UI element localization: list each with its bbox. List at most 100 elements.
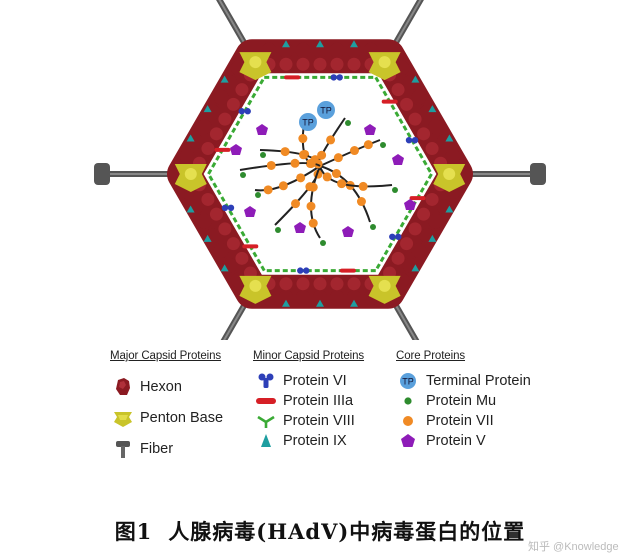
protein-vi bbox=[297, 267, 303, 273]
protein-vi bbox=[389, 234, 395, 240]
legend-item-penton-base: Penton Base bbox=[110, 402, 223, 433]
protein-vii bbox=[291, 199, 300, 208]
watermark: 知乎 @Knowledge bbox=[528, 538, 619, 554]
legend-minor-capsid: Minor Capsid Proteins Protein VI Protein… bbox=[253, 350, 364, 451]
hexon bbox=[331, 277, 344, 290]
protein-vi bbox=[395, 234, 401, 240]
hexon bbox=[411, 243, 426, 258]
legend-item-protein-mu: Protein Mu bbox=[396, 391, 531, 411]
hexon bbox=[314, 58, 327, 71]
protein-vii bbox=[317, 151, 326, 160]
protein-vii bbox=[264, 185, 273, 194]
hexon bbox=[428, 119, 443, 134]
protein-vii bbox=[298, 134, 307, 143]
hexon bbox=[218, 222, 231, 235]
protein-viii-icon bbox=[253, 411, 279, 431]
hexon bbox=[297, 58, 310, 71]
terminal-protein-icon: TP bbox=[396, 371, 422, 391]
hexon bbox=[426, 142, 439, 155]
protein-mu bbox=[255, 192, 261, 198]
hexon bbox=[409, 222, 422, 235]
protein-v bbox=[342, 226, 354, 237]
hexon bbox=[330, 43, 345, 58]
legend-label-protein-vi: Protein VI bbox=[283, 373, 347, 389]
hexon-icon bbox=[110, 377, 136, 397]
protein-vi bbox=[406, 137, 412, 143]
hexon bbox=[409, 113, 422, 126]
protein-mu bbox=[380, 142, 386, 148]
legend-major-capsid: Major Capsid Proteins Hexon Penton Base … bbox=[110, 350, 223, 464]
hexon bbox=[218, 113, 231, 126]
hexon bbox=[214, 243, 229, 258]
protein-vi bbox=[303, 267, 309, 273]
hexon bbox=[197, 119, 212, 134]
hexon bbox=[180, 149, 195, 164]
legend-item-protein-viii: Protein VIII bbox=[253, 411, 364, 431]
figure-caption-text: 人腺病毒(HAdV)中病毒蛋白的位置 bbox=[168, 519, 525, 544]
legend-item-hexon: Hexon bbox=[110, 371, 223, 402]
hexon bbox=[214, 90, 229, 105]
hexon bbox=[201, 193, 214, 206]
protein-v bbox=[230, 144, 242, 155]
protein-vii bbox=[291, 159, 300, 168]
legend-label-terminal-protein: Terminal Protein bbox=[426, 373, 531, 389]
hexon bbox=[348, 277, 361, 290]
penton-base-center bbox=[379, 56, 391, 68]
hexon bbox=[426, 193, 439, 206]
protein-vi bbox=[222, 205, 228, 211]
protein-vii bbox=[309, 219, 318, 228]
protein-v bbox=[404, 199, 416, 210]
hexon bbox=[445, 149, 460, 164]
terminal-protein-label: TP bbox=[320, 106, 332, 116]
hexon bbox=[210, 127, 223, 140]
protein-mu bbox=[275, 227, 281, 233]
hexon bbox=[280, 277, 293, 290]
penton-base-icon bbox=[110, 408, 136, 428]
hexon bbox=[400, 98, 413, 111]
protein-mu bbox=[260, 152, 266, 158]
protein-v bbox=[294, 222, 306, 233]
protein-vii bbox=[350, 146, 359, 155]
protein-vii bbox=[299, 150, 308, 159]
hexon bbox=[227, 98, 240, 111]
legend-item-protein-vii: Protein VII bbox=[396, 411, 531, 431]
protein-vii bbox=[296, 173, 305, 182]
hexon bbox=[280, 58, 293, 71]
fiber-knob bbox=[94, 163, 110, 185]
legend-label-hexon: Hexon bbox=[140, 379, 182, 395]
hexon bbox=[201, 142, 214, 155]
viral-core: TPTP bbox=[230, 101, 416, 246]
figure-number: 图1 bbox=[115, 519, 153, 544]
svg-text:TP: TP bbox=[402, 377, 414, 387]
protein-v bbox=[244, 206, 256, 217]
protein-mu-icon bbox=[396, 391, 422, 411]
hexon bbox=[417, 127, 430, 140]
protein-vii bbox=[332, 169, 341, 178]
protein-vii bbox=[334, 153, 343, 162]
protein-vii bbox=[323, 172, 332, 181]
hexon bbox=[330, 290, 345, 305]
protein-ix-icon bbox=[253, 431, 279, 451]
fiber-knob bbox=[530, 163, 546, 185]
legend-label-penton-base: Penton Base bbox=[140, 410, 223, 426]
penton-base-center bbox=[185, 168, 197, 180]
legend-label-protein-iiia: Protein IIIa bbox=[283, 393, 353, 409]
protein-vi bbox=[337, 74, 343, 80]
protein-v-icon bbox=[396, 431, 422, 451]
protein-vii bbox=[281, 147, 290, 156]
penton-base-center bbox=[249, 56, 261, 68]
hexon bbox=[428, 214, 443, 229]
protein-v bbox=[392, 154, 404, 165]
protein-vi bbox=[228, 205, 234, 211]
hexon bbox=[296, 290, 311, 305]
protein-vii bbox=[307, 159, 316, 168]
protein-vii bbox=[357, 197, 366, 206]
legend-label-protein-ix: Protein IX bbox=[283, 433, 347, 449]
legend-label-protein-vii: Protein VII bbox=[426, 413, 494, 429]
protein-mu bbox=[320, 240, 326, 246]
penton-base-center bbox=[443, 168, 455, 180]
legend-label-protein-v: Protein V bbox=[426, 433, 486, 449]
protein-vi-icon bbox=[253, 371, 279, 391]
protein-vii bbox=[326, 135, 335, 144]
hexon bbox=[331, 58, 344, 71]
